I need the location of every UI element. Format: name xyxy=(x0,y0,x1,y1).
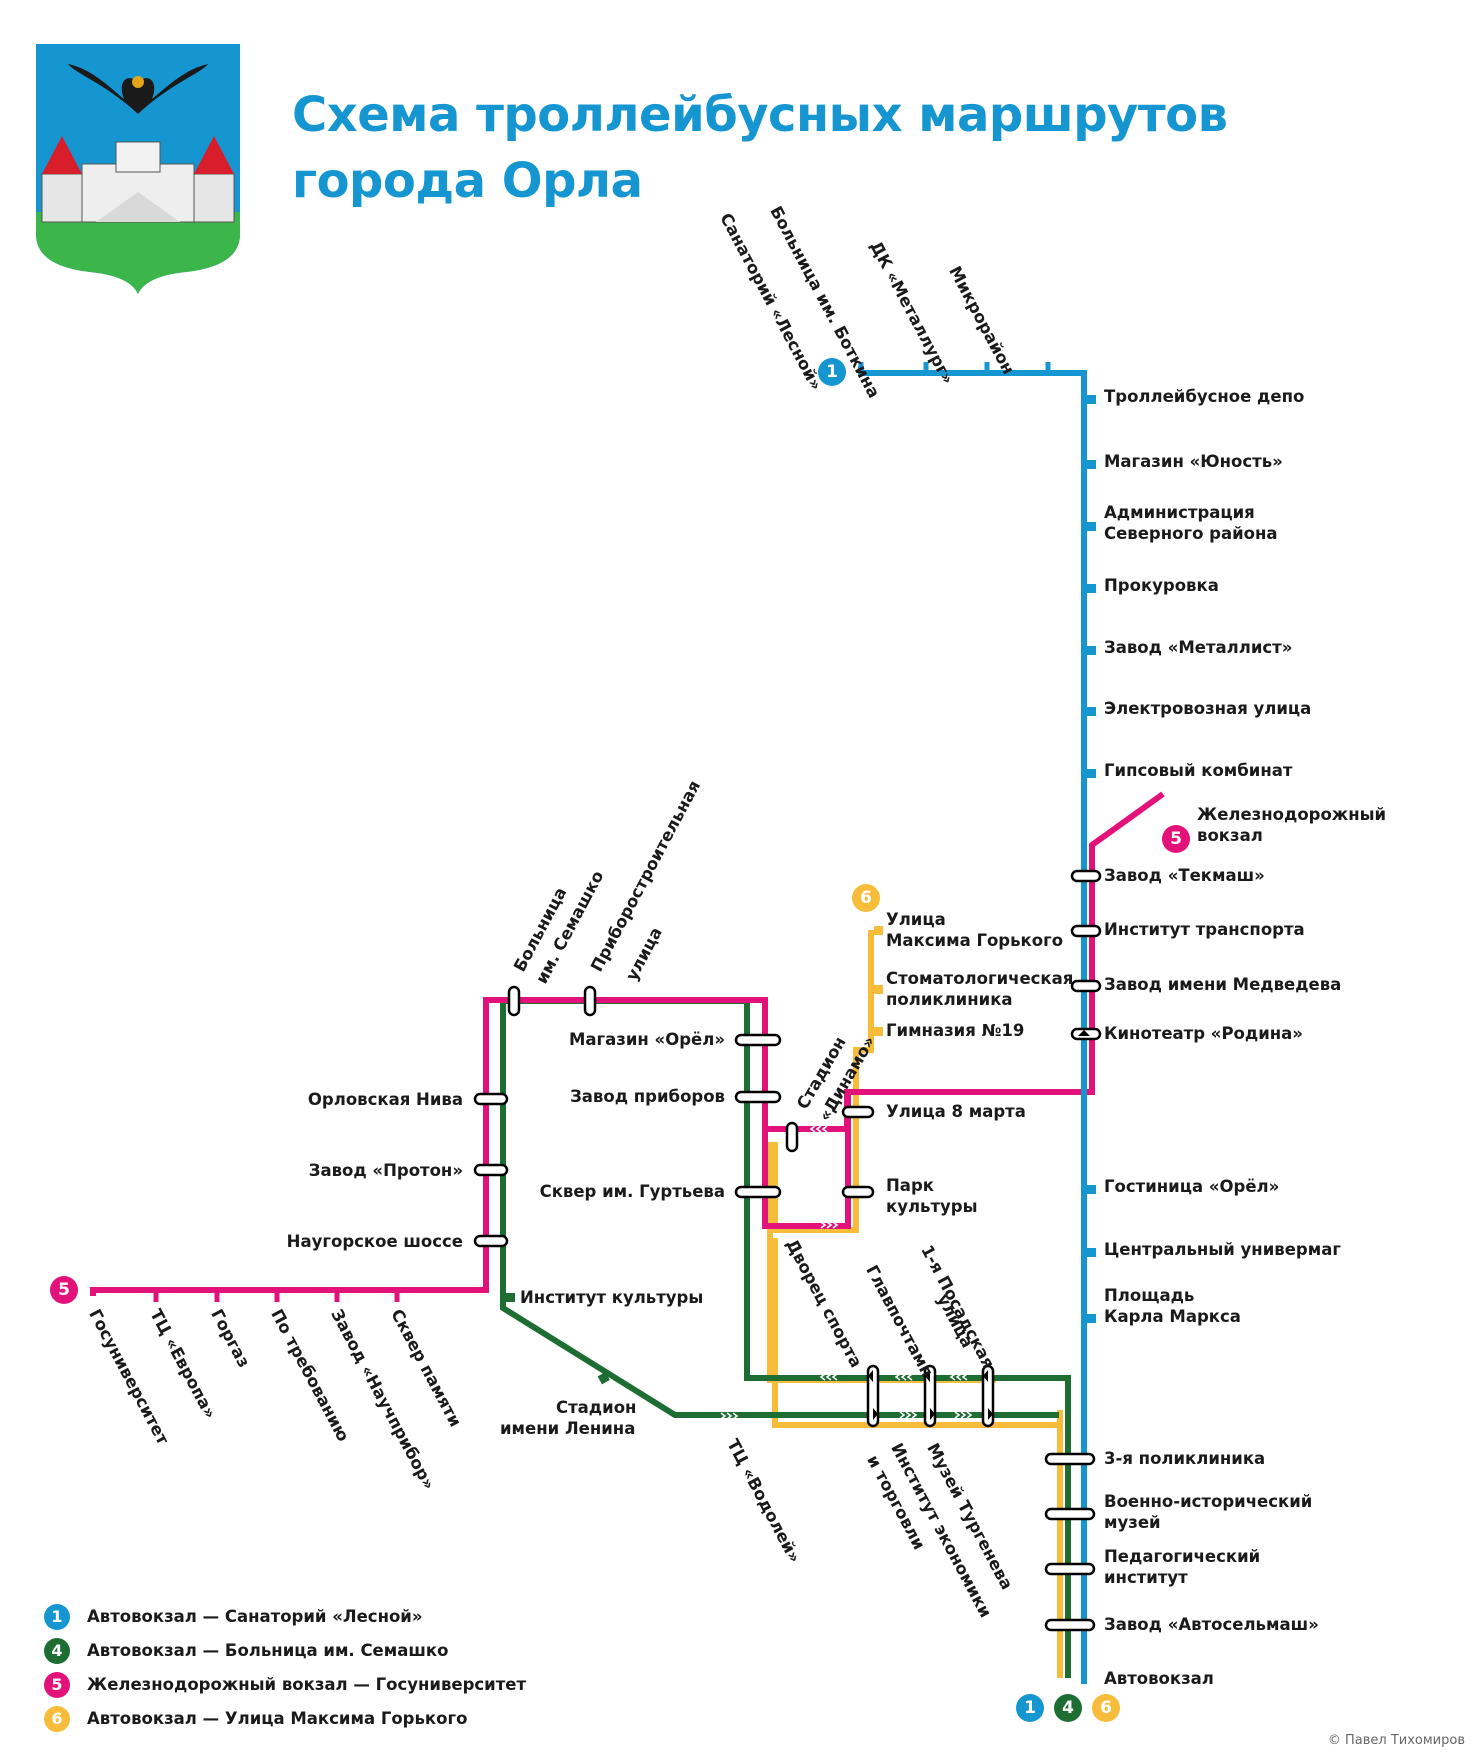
stop-label-tsum: Центральный универмаг xyxy=(1104,1240,1341,1259)
interchange-stops xyxy=(473,869,1102,1632)
stop-label-railway-line-1: Железнодорожный xyxy=(1197,805,1387,824)
stop-label-gymnasium-19: Гимназия №19 xyxy=(886,1021,1025,1040)
map-title: Схема троллейбусных маршрутов города Орл… xyxy=(292,82,1228,214)
stop-label-avtovokzal: Автовокзал xyxy=(1104,1669,1214,1688)
stop-label-institut-kultury: Институт культуры xyxy=(520,1288,704,1307)
stop-ticks-south xyxy=(153,1290,400,1302)
route-badge-5-west[interactable]: 5 xyxy=(50,1276,78,1304)
map-title-line-1: Схема троллейбусных маршрутов xyxy=(292,87,1228,143)
direction-arrows xyxy=(491,1051,973,1420)
route-badge-6-terminal[interactable]: 6 xyxy=(1092,1694,1120,1722)
legend-text-6: Автовокзал — Улица Максима Горького xyxy=(87,1709,468,1728)
map-title-line-2: города Орла xyxy=(292,153,643,209)
stop-label-gorky-line-2: Максима Горького xyxy=(886,931,1064,950)
stop-label-military-museum-line-1: Военно-исторический xyxy=(1104,1492,1313,1511)
stop-label-karl-marx-line-1: Площадь xyxy=(1104,1286,1195,1305)
legend-badge-1: 1 xyxy=(44,1604,70,1630)
legend-text-1: Автовокзал — Санаторий «Лесной» xyxy=(87,1607,423,1626)
stop-label-metallist: Завод «Металлист» xyxy=(1104,638,1293,657)
route-5-line xyxy=(90,791,1165,1296)
stop-label-ped-institute-line-1: Педагогический xyxy=(1104,1547,1261,1566)
stop-label-avtoselmash: Завод «Автосельмаш» xyxy=(1104,1615,1319,1634)
stop-ticks-route6 xyxy=(874,926,883,1036)
stop-label-hotel-orel: Гостиница «Орёл» xyxy=(1104,1177,1280,1196)
route-badge-1-north[interactable]: 1 xyxy=(818,358,846,386)
stop-label-yunost: Магазин «Юность» xyxy=(1104,452,1283,471)
stop-label-lenin-stadium-line-1: Стадион xyxy=(556,1398,637,1417)
stop-label-naugorskoe: Наугорское шоссе xyxy=(286,1232,463,1251)
stop-label-elektrovoznaya: Электровозная улица xyxy=(1104,699,1312,718)
legend-badge-6: 6 xyxy=(44,1706,70,1732)
route-badge-4-terminal[interactable]: 4 xyxy=(1054,1694,1082,1722)
stop-label-magazin-orel: Магазин «Орёл» xyxy=(568,1030,725,1049)
legend-badge-4: 4 xyxy=(44,1638,70,1664)
stop-label-lenin-stadium-line-2: имени Ленина xyxy=(500,1419,636,1438)
copyright: © Павел Тихомиров xyxy=(1327,1733,1465,1748)
stop-label-park-line-1: Парк xyxy=(886,1176,934,1195)
stop-label-gorky-line-1: Улица xyxy=(886,910,946,929)
stop-label-proton: Завод «Протон» xyxy=(308,1161,463,1180)
stop-label-railway-line-2: вокзал xyxy=(1197,826,1263,845)
stop-label-karl-marx-line-2: Карла Маркса xyxy=(1104,1307,1241,1326)
direction-triangles xyxy=(868,1030,1090,1420)
route-badge-1-terminal[interactable]: 1 xyxy=(1016,1694,1044,1722)
legend-text-4: Автовокзал — Больница им. Семашко xyxy=(87,1641,449,1660)
stop-label-stomat-line-2: поликлиника xyxy=(886,990,1013,1009)
stop-label-orlovskaya-niva: Орловская Нива xyxy=(307,1090,463,1109)
stop-label-zavod-priborov: Завод приборов xyxy=(570,1087,725,1106)
stop-label-polyclinic-3: 3-я поликлиника xyxy=(1104,1449,1266,1468)
stop-label-rodina: Кинотеатр «Родина» xyxy=(1104,1024,1303,1043)
oryol-coat-of-arms-icon xyxy=(36,44,240,294)
stop-label-stomat-line-1: Стоматологическая xyxy=(886,969,1074,988)
stop-label-ped-institute-line-2: институт xyxy=(1104,1568,1188,1587)
stop-label-8-marta: Улица 8 марта xyxy=(886,1102,1026,1121)
stop-label-trolley-depot: Троллейбусное депо xyxy=(1104,387,1305,406)
stop-label-military-museum-line-2: музей xyxy=(1104,1513,1161,1532)
stop-label-medvedev: Завод имени Медведева xyxy=(1104,975,1342,994)
stop-label-tekmash: Завод «Текмаш» xyxy=(1104,866,1265,885)
stop-label-gipsovy: Гипсовый комбинат xyxy=(1104,761,1293,780)
stop-label-gurtiev: Сквер им. Гуртьева xyxy=(539,1182,725,1201)
stop-ticks-east xyxy=(1087,395,1096,1323)
legend-badge-5: 5 xyxy=(44,1672,70,1698)
stop-tick-culture xyxy=(506,1293,515,1302)
stop-label-prokurovka: Прокуровка xyxy=(1104,576,1219,595)
stop-label-admin-line-2: Северного района xyxy=(1104,524,1278,543)
stop-tick-lenin xyxy=(597,1372,610,1385)
stop-label-admin-line-1: Администрация xyxy=(1104,503,1255,522)
stop-ticks-north xyxy=(858,362,1051,374)
legend-text-5: Железнодорожный вокзал — Госуниверситет xyxy=(87,1675,527,1694)
stop-label-park-line-2: культуры xyxy=(886,1197,978,1216)
route-badge-5-railway[interactable]: 5 xyxy=(1162,825,1190,853)
stop-label-institut-transporta: Институт транспорта xyxy=(1104,920,1305,939)
route-badge-6-top[interactable]: 6 xyxy=(852,884,880,912)
